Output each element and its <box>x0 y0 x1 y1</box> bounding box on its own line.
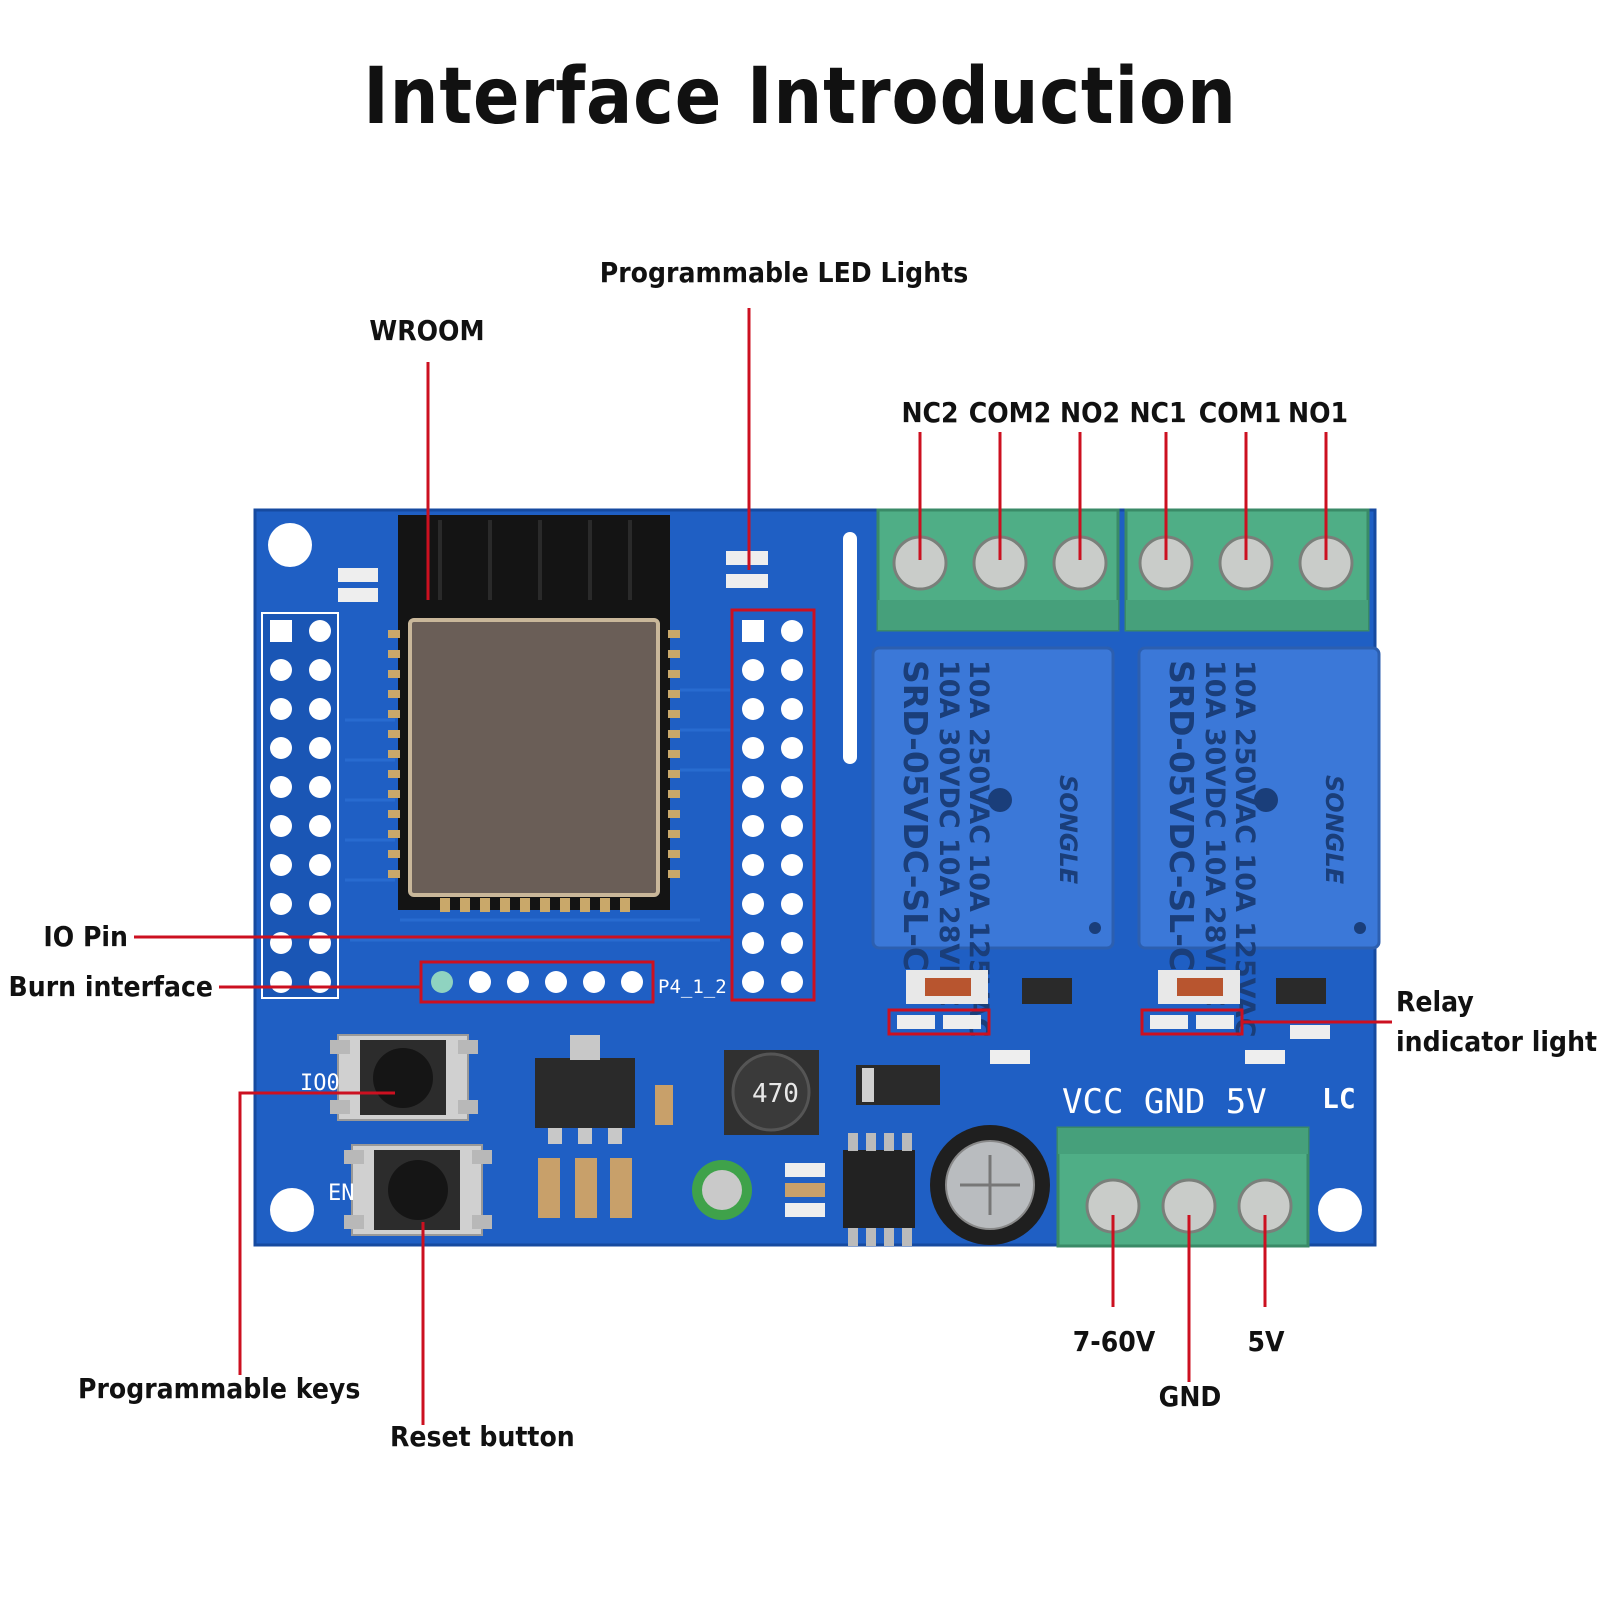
relay-indicator-lights <box>887 1008 1244 1036</box>
svg-text:10A 30VDC 10A 28VDC: 10A 30VDC 10A 28VDC <box>1199 660 1230 1007</box>
smd-capacitor <box>338 588 378 602</box>
svg-text:SRD-05VDC-SL-C: SRD-05VDC-SL-C <box>896 660 935 971</box>
svg-text:10A 30VDC 10A 28VDC: 10A 30VDC 10A 28VDC <box>933 660 964 1007</box>
transistor-q1 <box>1276 978 1326 1004</box>
power-terminal-block <box>1056 1126 1310 1248</box>
label-no1: NO1 <box>1287 396 1349 429</box>
label-no2: NO2 <box>1059 396 1121 429</box>
mounting-hole <box>268 523 312 567</box>
mounting-hole <box>270 1188 314 1232</box>
wroom-module <box>388 515 680 912</box>
label-nc2: NC2 <box>901 396 959 429</box>
burn-header-silk: P4_1_2 <box>658 976 727 998</box>
label-relay-indicator-1: Relay <box>1396 985 1474 1018</box>
antenna-slot <box>843 532 857 764</box>
driver-ic <box>843 1133 915 1246</box>
board-logo: LC <box>1322 1082 1356 1115</box>
smd-resistor <box>726 551 768 565</box>
label-com2: COM2 <box>968 396 1052 429</box>
label-gnd: GND <box>1158 1380 1222 1413</box>
svg-text:SONGLE: SONGLE <box>1320 775 1348 885</box>
svg-text:470: 470 <box>752 1079 799 1109</box>
left-pin-header <box>261 612 339 999</box>
smd-resistor <box>338 568 378 582</box>
capacitor-c6 <box>930 1125 1050 1245</box>
voltage-regulator <box>535 1058 635 1128</box>
label-relay-indicator-2: indicator light <box>1396 1025 1598 1058</box>
label-com1: COM1 <box>1198 396 1282 429</box>
svg-text:SONGLE: SONGLE <box>1054 775 1082 885</box>
en-button <box>344 1144 492 1236</box>
io-pin-header <box>730 608 816 1002</box>
transistor-q2 <box>1022 978 1072 1004</box>
label-programmable-led: Programmable LED Lights <box>599 256 969 289</box>
inductor-470: 470 <box>724 1050 819 1135</box>
label-wroom: WROOM <box>369 314 485 347</box>
label-io-pin: IO Pin <box>43 920 128 953</box>
page-title: Interface Introduction <box>363 52 1237 142</box>
label-programmable-keys: Programmable keys <box>78 1372 361 1405</box>
callout-lines <box>134 308 1392 1425</box>
svg-text:SRD-05VDC-SL-C: SRD-05VDC-SL-C <box>1162 660 1201 971</box>
relay-1: 10A 250VAC 10A 125VAC 10A 30VDC 10A 28VD… <box>1137 646 1381 1037</box>
relay2-terminal-block <box>876 508 1120 632</box>
label-reset-button: Reset button <box>390 1420 575 1453</box>
label-nc1: NC1 <box>1129 396 1187 429</box>
en-silk: EN <box>328 1181 355 1206</box>
label-7-60v: 7-60V <box>1072 1325 1156 1358</box>
label-burn-interface: Burn interface <box>8 970 213 1003</box>
relay-2: 10A 250VAC 10A 125VAC 10A 30VDC 10A 28VD… <box>871 646 1115 1037</box>
led-d4 <box>726 574 768 588</box>
label-5v: 5V <box>1247 1325 1285 1358</box>
io0-button <box>330 1034 478 1121</box>
mounting-hole <box>1318 1188 1362 1232</box>
power-terminal-silk: VCC GND 5V <box>1062 1082 1267 1122</box>
burn-interface-header <box>419 960 655 1004</box>
